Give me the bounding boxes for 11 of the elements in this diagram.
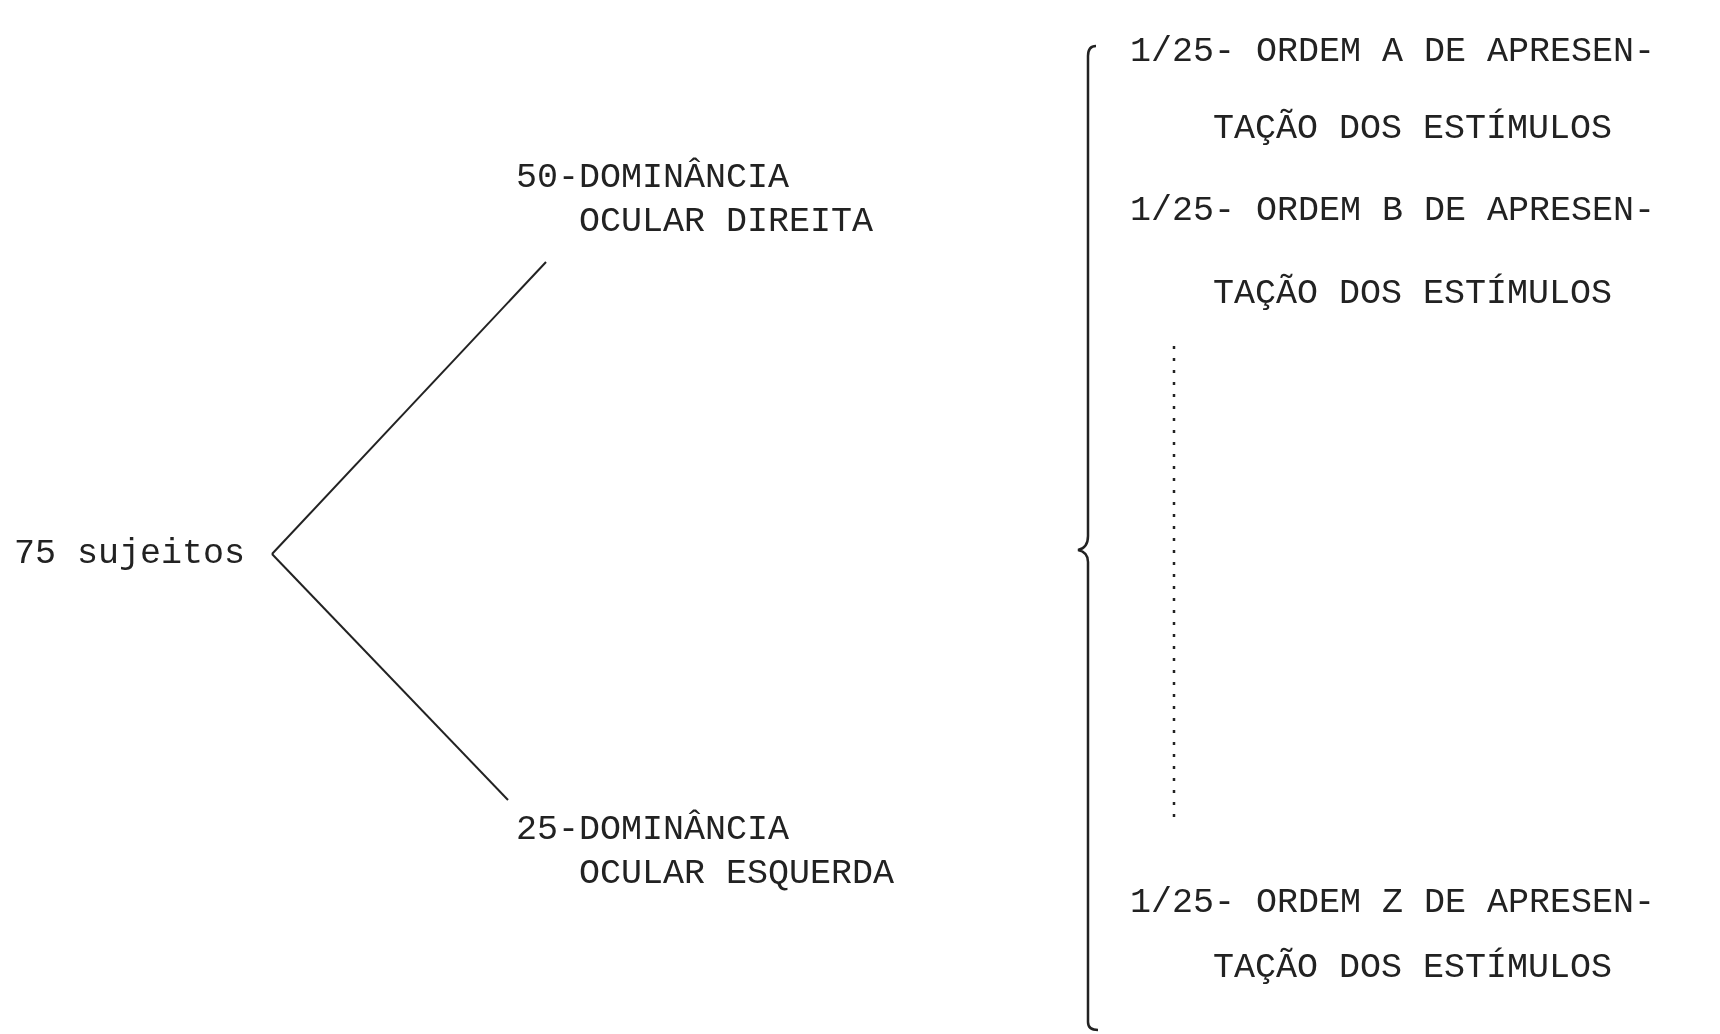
node-text: 50-DOMINÂNCIA OCULAR DIREITA bbox=[516, 156, 909, 244]
node-text: 75 sujeitos bbox=[14, 532, 274, 576]
order-text: TAÇÃO DOS ESTÍMULOS bbox=[1213, 946, 1613, 990]
order-text: 1/25- ORDEM A DE APRESEN- bbox=[1130, 31, 1656, 74]
order-text: 1/25- ORDEM Z DE APRESEN- bbox=[1130, 882, 1656, 925]
connector-line bbox=[271, 553, 509, 801]
order-text: 1/25- ORDEM B DE APRESEN- bbox=[1130, 190, 1656, 233]
node-text: 25-DOMINÂNCIA OCULAR ESQUERDA bbox=[516, 808, 909, 896]
connector-line bbox=[271, 261, 547, 555]
order-text: TAÇÃO DOS ESTÍMULOS bbox=[1213, 107, 1613, 151]
order-text: TAÇÃO DOS ESTÍMULOS bbox=[1213, 272, 1613, 316]
